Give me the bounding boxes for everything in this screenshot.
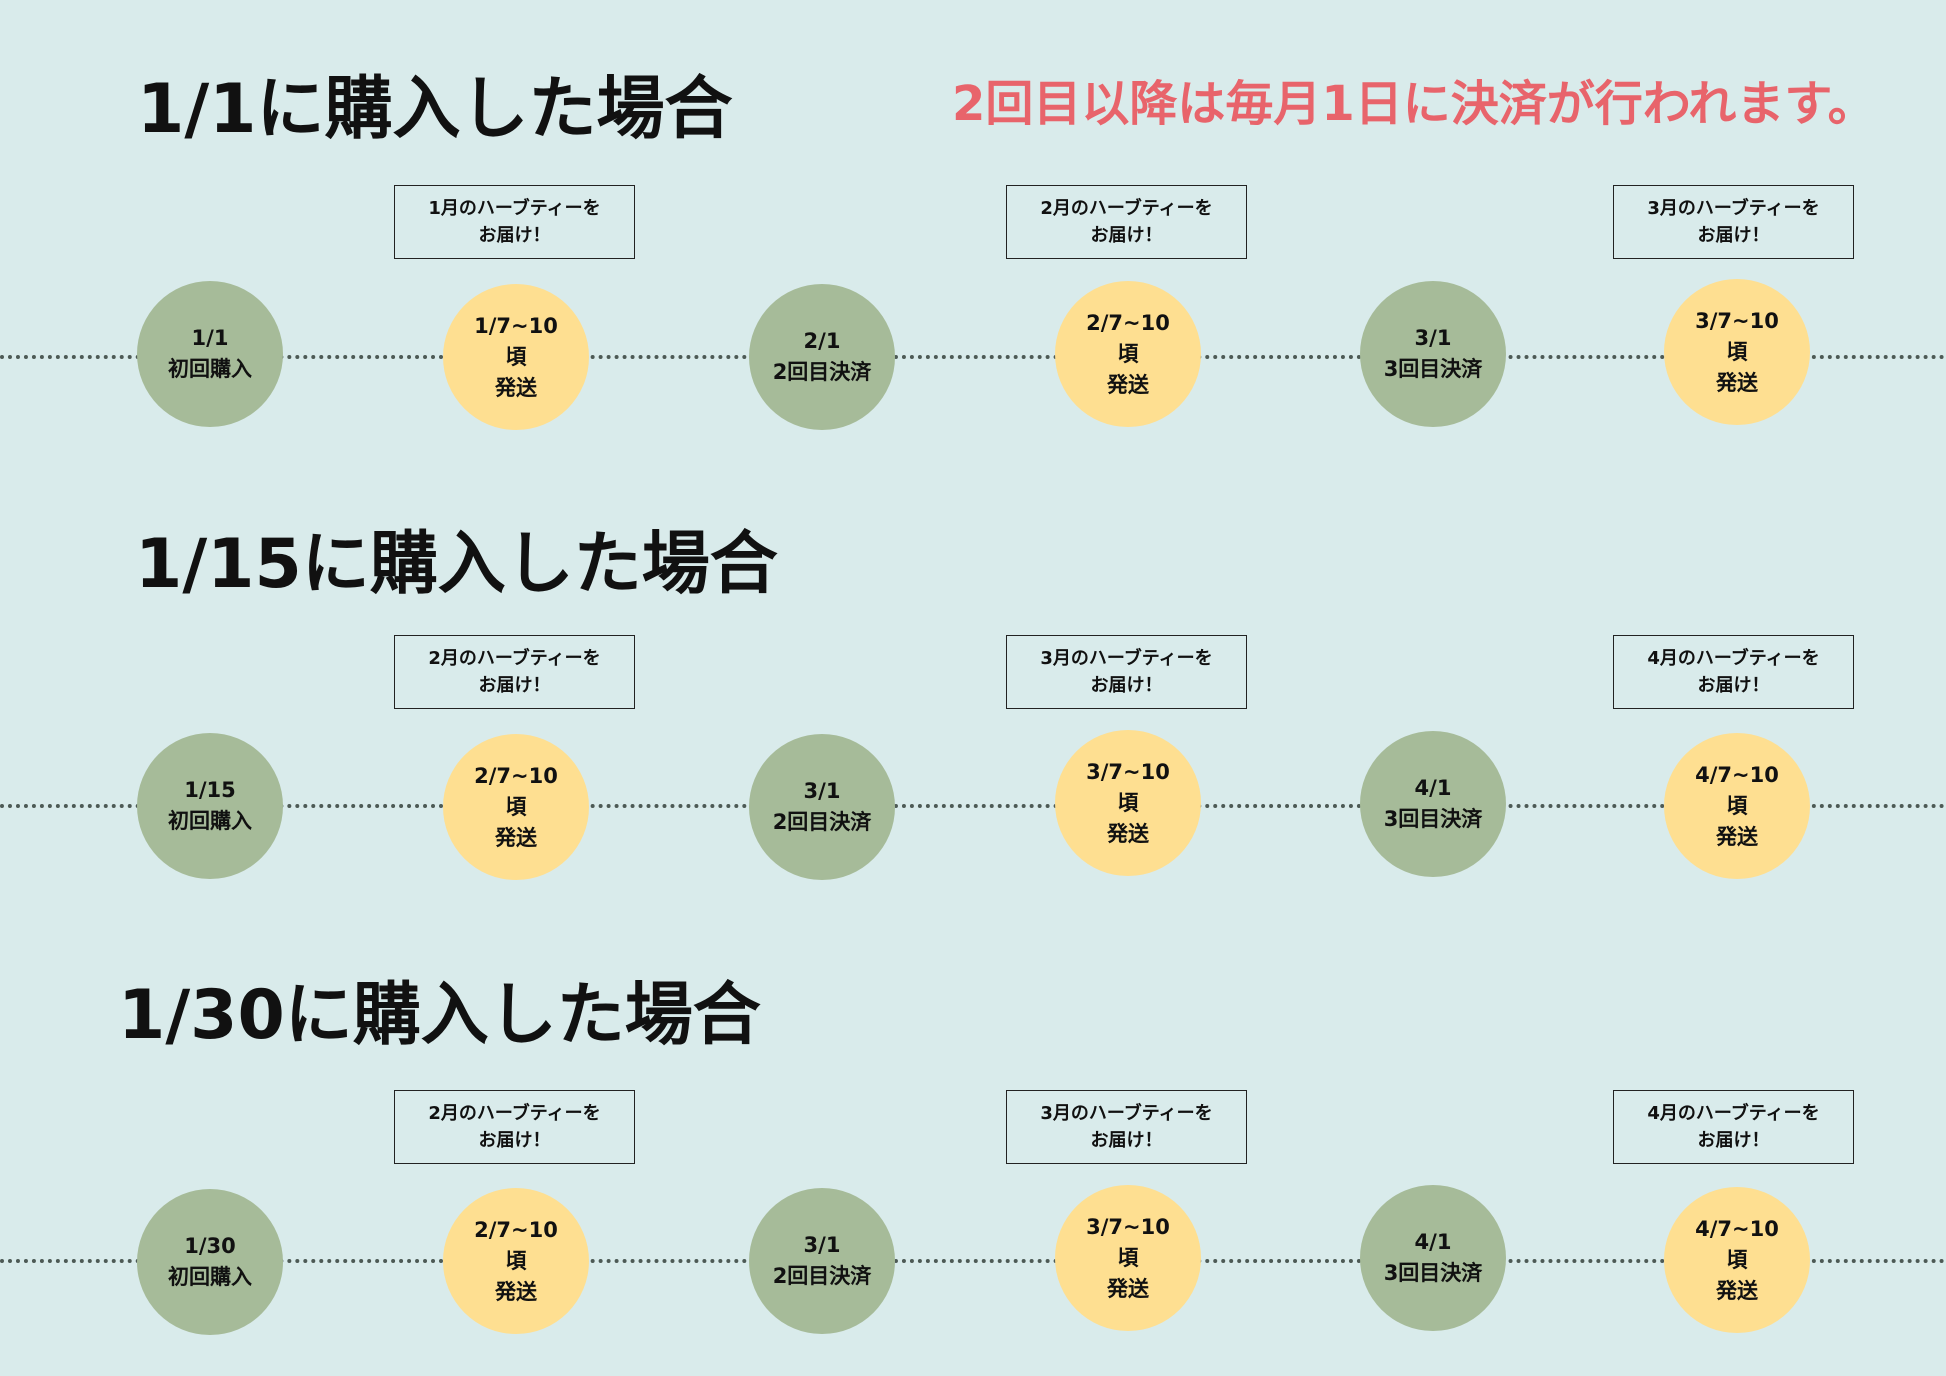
- shipping-label: 発送: [1107, 1276, 1149, 1301]
- timeline-dotted-line: [0, 355, 1946, 359]
- shipping-date: 1/7~10: [474, 313, 558, 338]
- delivery-box-line1: 2月のハーブティーを: [1040, 198, 1213, 219]
- payment-circle: 2/1 2回目決済: [749, 284, 895, 430]
- payment-circle: 1/1 初回購入: [137, 281, 283, 427]
- shipping-approx: 頃: [1726, 793, 1748, 818]
- delivery-box: 3月のハーブティーを お届け！: [1613, 185, 1854, 259]
- payment-circle: 3/1 3回目決済: [1360, 281, 1506, 427]
- shipping-date: 2/7~10: [474, 763, 558, 788]
- shipping-date: 2/7~10: [474, 1217, 558, 1242]
- payment-date: 3/1: [803, 779, 841, 803]
- payment-circle: 3/1 2回目決済: [749, 734, 895, 880]
- shipping-circle: 3/7~10 頃 発送: [1055, 730, 1201, 876]
- delivery-box-line2: お届け！: [478, 675, 551, 696]
- delivery-box-line1: 4月のハーブティーを: [1647, 648, 1820, 669]
- section-title: 1/30に購入した場合: [118, 976, 761, 1055]
- payment-label: 初回購入: [168, 357, 252, 381]
- shipping-label: 発送: [1716, 370, 1758, 395]
- payment-date: 3/1: [1414, 326, 1452, 350]
- shipping-label: 発送: [495, 825, 537, 850]
- payment-label: 初回購入: [168, 1265, 252, 1289]
- delivery-box-line1: 1月のハーブティーを: [428, 198, 601, 219]
- delivery-box: 3月のハーブティーを お届け！: [1006, 1090, 1247, 1164]
- shipping-date: 3/7~10: [1086, 1214, 1170, 1239]
- payment-date: 4/1: [1414, 776, 1452, 800]
- shipping-circle: 2/7~10 頃 発送: [1055, 281, 1201, 427]
- delivery-box: 4月のハーブティーを お届け！: [1613, 1090, 1854, 1164]
- delivery-box-line2: お届け！: [1697, 1130, 1770, 1151]
- shipping-label: 発送: [1107, 372, 1149, 397]
- payment-label: 初回購入: [168, 809, 252, 833]
- delivery-box: 2月のハーブティーを お届け！: [394, 1090, 635, 1164]
- payment-label: 2回目決済: [772, 1264, 872, 1288]
- shipping-circle: 4/7~10 頃 発送: [1664, 733, 1810, 879]
- delivery-box-line1: 3月のハーブティーを: [1040, 1103, 1213, 1124]
- delivery-box: 2月のハーブティーを お届け！: [1006, 185, 1247, 259]
- payment-date: 1/1: [191, 326, 229, 350]
- shipping-approx: 頃: [505, 794, 527, 819]
- shipping-label: 発送: [1716, 824, 1758, 849]
- payment-circle: 1/15 初回購入: [137, 733, 283, 879]
- delivery-box: 3月のハーブティーを お届け！: [1006, 635, 1247, 709]
- payment-date: 3/1: [803, 1233, 841, 1257]
- shipping-approx: 頃: [1117, 790, 1139, 815]
- shipping-circle: 4/7~10 頃 発送: [1664, 1187, 1810, 1333]
- payment-label: 2回目決済: [772, 810, 872, 834]
- shipping-circle: 3/7~10 頃 発送: [1055, 1185, 1201, 1331]
- payment-date: 4/1: [1414, 1230, 1452, 1254]
- payment-label: 3回目決済: [1383, 807, 1483, 831]
- payment-label: 3回目決済: [1383, 1261, 1483, 1285]
- delivery-box-line1: 4月のハーブティーを: [1647, 1103, 1820, 1124]
- shipping-label: 発送: [495, 1279, 537, 1304]
- billing-notice: 2回目以降は毎月1日に決済が行われます。: [952, 76, 1876, 132]
- shipping-date: 3/7~10: [1695, 308, 1779, 333]
- delivery-box-line2: お届け！: [1090, 225, 1163, 246]
- timeline-dotted-line: [0, 804, 1946, 808]
- delivery-box-line1: 2月のハーブティーを: [428, 648, 601, 669]
- delivery-box: 4月のハーブティーを お届け！: [1613, 635, 1854, 709]
- payment-date: 2/1: [803, 329, 841, 353]
- shipping-circle: 2/7~10 頃 発送: [443, 734, 589, 880]
- shipping-approx: 頃: [505, 344, 527, 369]
- timeline-dotted-line: [0, 1259, 1946, 1263]
- shipping-approx: 頃: [1117, 341, 1139, 366]
- shipping-approx: 頃: [1726, 1247, 1748, 1272]
- shipping-date: 4/7~10: [1695, 762, 1779, 787]
- delivery-box: 2月のハーブティーを お届け！: [394, 635, 635, 709]
- delivery-box-line2: お届け！: [1090, 675, 1163, 696]
- payment-date: 1/15: [184, 778, 236, 802]
- delivery-box-line1: 3月のハーブティーを: [1647, 198, 1820, 219]
- shipping-approx: 頃: [1726, 339, 1748, 364]
- delivery-box-line2: お届け！: [1697, 225, 1770, 246]
- shipping-approx: 頃: [505, 1248, 527, 1273]
- shipping-date: 4/7~10: [1695, 1216, 1779, 1241]
- shipping-date: 2/7~10: [1086, 310, 1170, 335]
- shipping-approx: 頃: [1117, 1245, 1139, 1270]
- shipping-circle: 3/7~10 頃 発送: [1664, 279, 1810, 425]
- payment-circle: 3/1 2回目決済: [749, 1188, 895, 1334]
- delivery-box-line2: お届け！: [478, 1130, 551, 1151]
- delivery-box-line1: 2月のハーブティーを: [428, 1103, 601, 1124]
- delivery-box-line2: お届け！: [1697, 675, 1770, 696]
- shipping-label: 発送: [1716, 1278, 1758, 1303]
- shipping-label: 発送: [495, 375, 537, 400]
- shipping-circle: 2/7~10 頃 発送: [443, 1188, 589, 1334]
- payment-label: 2回目決済: [772, 360, 872, 384]
- delivery-box-line2: お届け！: [1090, 1130, 1163, 1151]
- payment-circle: 4/1 3回目決済: [1360, 731, 1506, 877]
- payment-circle: 4/1 3回目決済: [1360, 1185, 1506, 1331]
- shipping-label: 発送: [1107, 821, 1149, 846]
- payment-label: 3回目決済: [1383, 357, 1483, 381]
- section-title: 1/15に購入した場合: [135, 525, 778, 604]
- delivery-box-line2: お届け！: [478, 225, 551, 246]
- payment-date: 1/30: [184, 1234, 236, 1258]
- delivery-box: 1月のハーブティーを お届け！: [394, 185, 635, 259]
- payment-circle: 1/30 初回購入: [137, 1189, 283, 1335]
- section-title: 1/1に購入した場合: [137, 70, 733, 149]
- shipping-circle: 1/7~10 頃 発送: [443, 284, 589, 430]
- shipping-date: 3/7~10: [1086, 759, 1170, 784]
- delivery-box-line1: 3月のハーブティーを: [1040, 648, 1213, 669]
